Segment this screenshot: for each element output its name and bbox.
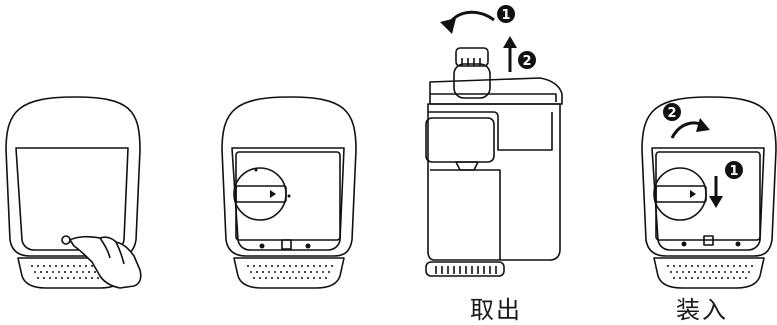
caption-remove: 取出 (470, 290, 522, 325)
filter-dot (288, 195, 291, 198)
panel-install (642, 97, 776, 288)
panel-press-release (6, 97, 141, 288)
svg-text:1: 1 (501, 8, 510, 23)
device-body-outline (222, 97, 356, 256)
svg-text:1: 1 (729, 164, 738, 179)
drip-tray (426, 262, 504, 276)
filter-cartridge (234, 168, 286, 220)
socket-left (260, 244, 265, 249)
socket-left (682, 242, 687, 247)
panel-filter-exposed (222, 97, 356, 288)
svg-text:2: 2 (667, 106, 676, 121)
filter-arrow (690, 190, 696, 198)
step-marker-install-2: 2 (663, 103, 681, 121)
filter-dot (255, 169, 258, 172)
filter-cartridge (654, 168, 706, 220)
release-button (62, 236, 70, 244)
dispense-nozzle (456, 162, 478, 170)
rotate-arrow-head (440, 18, 456, 34)
device-body-outline (6, 97, 140, 256)
rear-cover (16, 148, 128, 250)
device-top-inner (430, 94, 556, 102)
drip-tray-grill (436, 266, 496, 274)
panel-remove (426, 12, 562, 276)
inner-panel (656, 152, 760, 240)
socket-right (306, 244, 311, 249)
filter-handle (656, 186, 706, 202)
lift-arrow-head (503, 36, 517, 48)
drip-tray (654, 258, 764, 288)
hand-finger (70, 237, 141, 288)
svg-text:2: 2 (522, 54, 531, 69)
rotate-arrow-head (696, 118, 710, 132)
device-body-outline (642, 97, 776, 256)
device-top (430, 78, 562, 104)
rear-opening (232, 148, 344, 250)
socket-right (736, 242, 741, 247)
dispense-bay (430, 170, 500, 260)
filter-arrow (270, 190, 276, 198)
rear-opening (652, 148, 764, 250)
drip-tray (234, 258, 344, 288)
step-marker-remove-1: 1 (497, 5, 515, 23)
socket-square (282, 240, 291, 249)
caption-install: 装入 (676, 290, 728, 325)
front-window (426, 118, 494, 162)
step-marker-install-1: 1 (725, 161, 743, 179)
step-marker-remove-2: 2 (518, 51, 536, 69)
drip-tray-holes (667, 265, 753, 279)
insert-arrow-head (709, 196, 723, 208)
drip-tray-holes (247, 265, 333, 279)
filter-handle (236, 186, 286, 202)
